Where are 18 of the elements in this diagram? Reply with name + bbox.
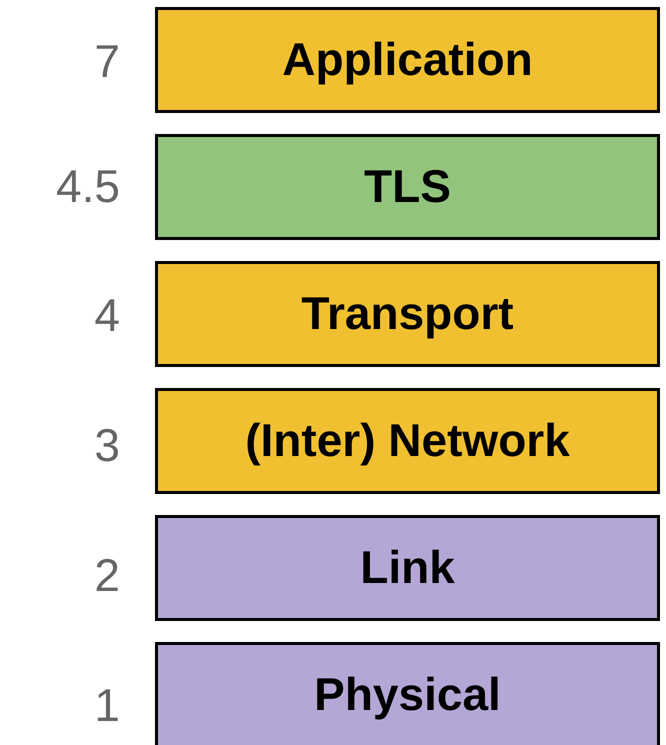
layer-box bbox=[155, 7, 660, 113]
layer-box bbox=[155, 261, 660, 367]
layer-number: 1 bbox=[94, 682, 120, 728]
layer-number: 7 bbox=[94, 38, 120, 84]
layer-name: TLS bbox=[364, 159, 451, 214]
layer-number: 3 bbox=[94, 422, 120, 468]
layer-name: (Inter) Network bbox=[245, 413, 570, 468]
layer-name: Physical bbox=[314, 667, 501, 722]
layer-box bbox=[155, 388, 660, 494]
layer-box bbox=[155, 515, 660, 621]
layer-name: Application bbox=[282, 32, 533, 88]
layer-name: Transport bbox=[301, 286, 514, 342]
layer-box bbox=[155, 642, 660, 745]
layer-number: 4 bbox=[94, 292, 120, 338]
layer-number: 4.5 bbox=[56, 163, 120, 209]
layer-name: Link bbox=[360, 540, 455, 596]
layer-number: 2 bbox=[94, 552, 120, 598]
layer-box bbox=[155, 134, 660, 240]
